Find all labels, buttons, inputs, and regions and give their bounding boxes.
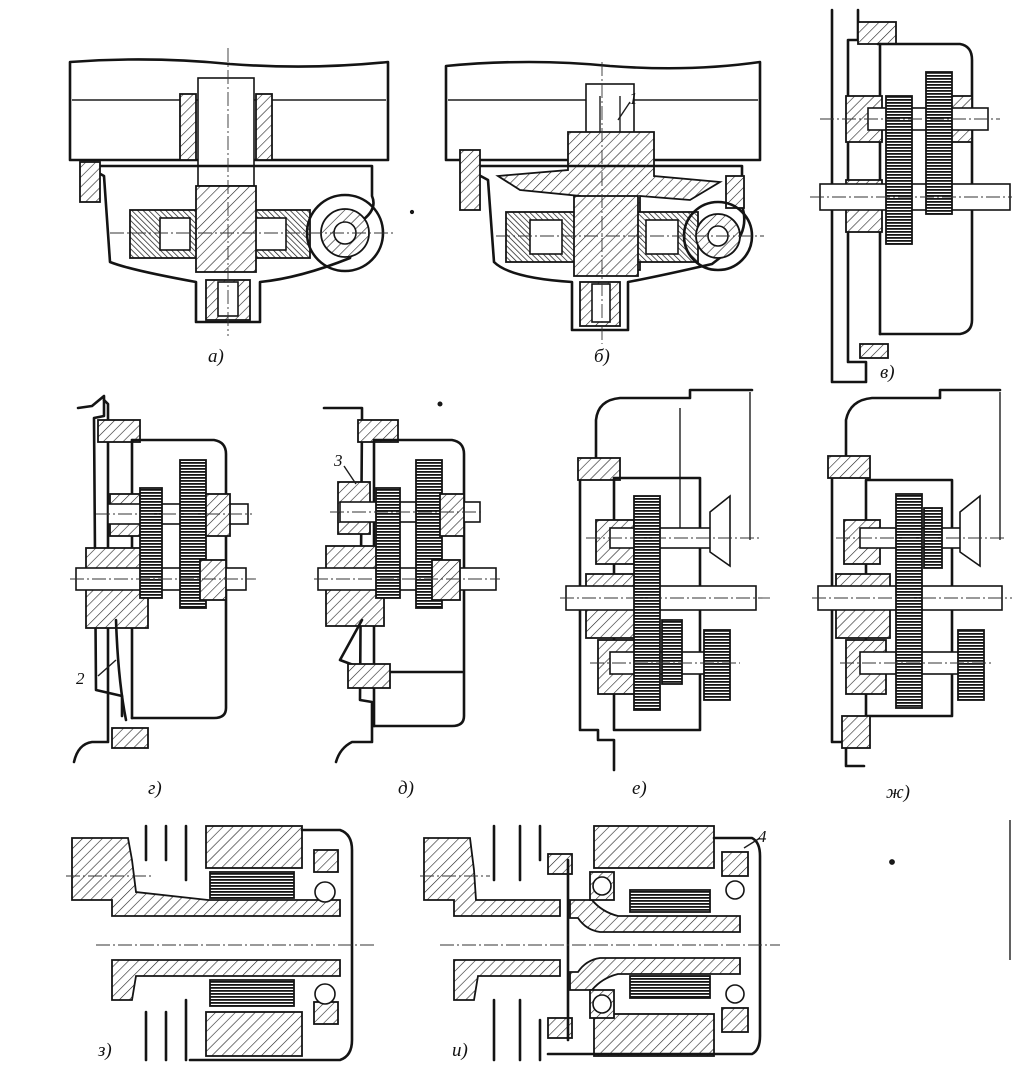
view-z: з) <box>66 824 376 1062</box>
panel-label-i: и) <box>452 1040 468 1061</box>
panel-label-a: а) <box>208 346 224 367</box>
view-v: в) <box>810 8 1012 384</box>
panel-label-b: б) <box>594 346 610 367</box>
view-b: 1 б) <box>444 60 764 367</box>
callout-3: 3 <box>333 451 343 470</box>
view-a: а) <box>68 48 395 367</box>
panel-label-zh: ж) <box>886 782 910 803</box>
callout-1: 1 <box>629 89 638 108</box>
view-i: 4 и) <box>420 824 780 1062</box>
view-d: 3 д) <box>314 406 500 799</box>
view-g: 2 г) <box>70 394 256 799</box>
callout-2: 2 <box>76 669 85 688</box>
panel-label-g: г) <box>148 778 162 799</box>
panel-label-z: з) <box>97 1040 112 1061</box>
view-zh: ж) <box>812 388 1012 803</box>
panel-label-e: е) <box>632 778 647 799</box>
panel-label-v: в) <box>880 362 895 383</box>
callout-4: 4 <box>758 827 767 846</box>
panel-label-d: д) <box>398 778 414 799</box>
view-e: е) <box>560 388 770 799</box>
scan-artifacts <box>409 209 1011 960</box>
